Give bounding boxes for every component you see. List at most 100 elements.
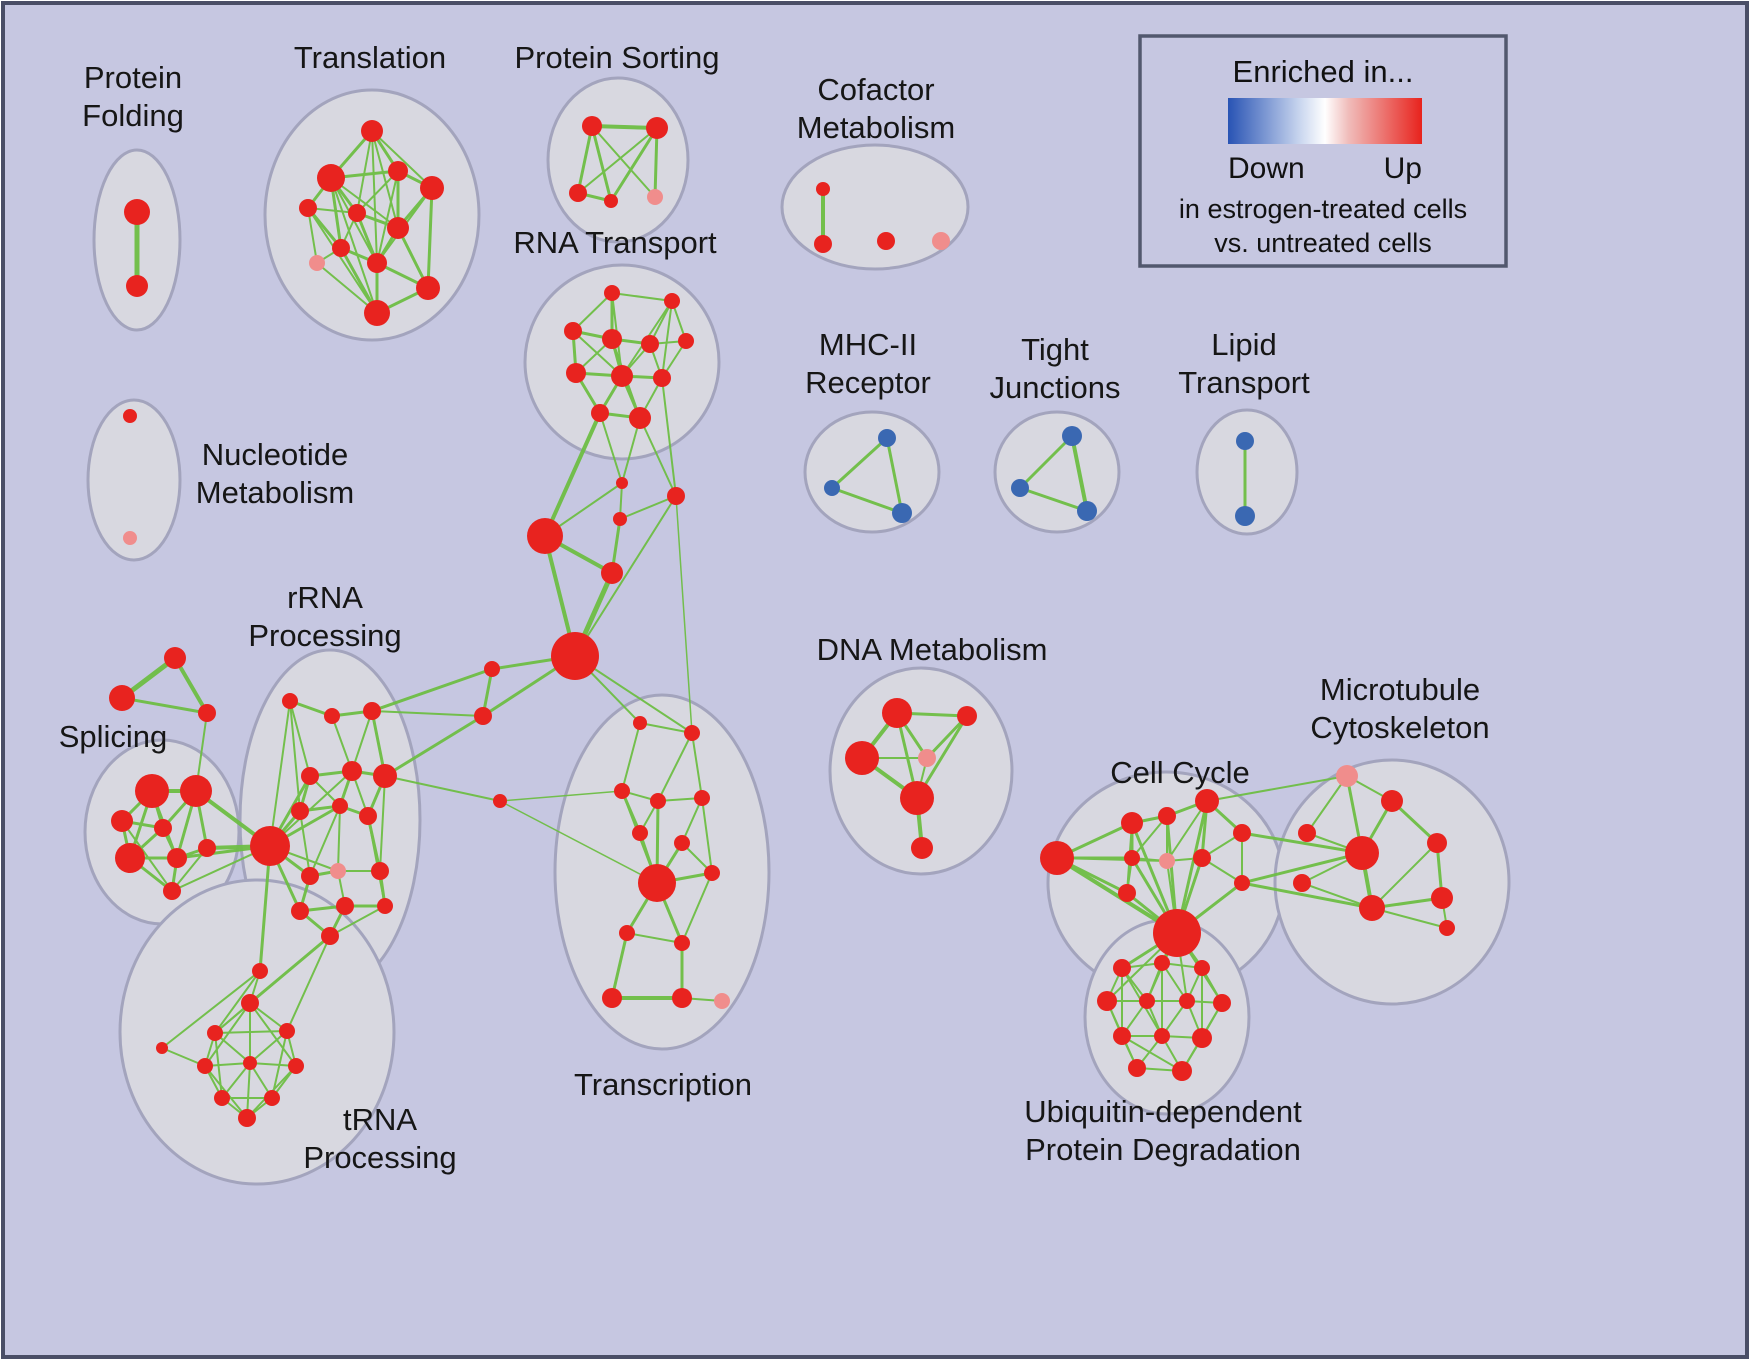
network-node[interactable] [1121, 812, 1143, 834]
network-node[interactable] [582, 116, 602, 136]
network-node[interactable] [1113, 1027, 1131, 1045]
network-node[interactable] [359, 807, 377, 825]
network-node[interactable] [641, 335, 659, 353]
network-node[interactable] [564, 322, 582, 340]
network-node[interactable] [363, 702, 381, 720]
network-node[interactable] [664, 293, 680, 309]
network-node[interactable] [1040, 841, 1074, 875]
network-node[interactable] [214, 1090, 230, 1106]
network-node[interactable] [1153, 909, 1201, 957]
network-node[interactable] [167, 848, 187, 868]
network-node[interactable] [342, 761, 362, 781]
network-node[interactable] [180, 775, 212, 807]
network-node[interactable] [1236, 432, 1254, 450]
network-node[interactable] [647, 189, 663, 205]
network-node[interactable] [1381, 790, 1403, 812]
network-node[interactable] [126, 275, 148, 297]
network-node[interactable] [646, 117, 668, 139]
network-node[interactable] [845, 741, 879, 775]
network-node[interactable] [377, 898, 393, 914]
network-node[interactable] [714, 993, 730, 1009]
network-node[interactable] [601, 562, 623, 584]
network-node[interactable] [613, 512, 627, 526]
network-node[interactable] [638, 864, 676, 902]
network-node[interactable] [198, 839, 216, 857]
network-node[interactable] [361, 120, 383, 142]
network-node[interactable] [250, 826, 290, 866]
network-node[interactable] [816, 182, 830, 196]
network-node[interactable] [111, 810, 133, 832]
network-node[interactable] [569, 184, 587, 202]
network-node[interactable] [420, 176, 444, 200]
network-node[interactable] [317, 164, 345, 192]
network-node[interactable] [330, 863, 346, 879]
network-node[interactable] [301, 767, 319, 785]
network-node[interactable] [604, 194, 618, 208]
network-node[interactable] [650, 793, 666, 809]
network-node[interactable] [1158, 807, 1176, 825]
network-node[interactable] [115, 843, 145, 873]
network-node[interactable] [1293, 874, 1311, 892]
network-node[interactable] [566, 363, 586, 383]
network-node[interactable] [1234, 875, 1250, 891]
network-node[interactable] [109, 685, 135, 711]
network-node[interactable] [387, 217, 409, 239]
network-node[interactable] [878, 429, 896, 447]
network-node[interactable] [684, 725, 700, 741]
network-node[interactable] [1439, 920, 1455, 936]
network-node[interactable] [332, 798, 348, 814]
network-node[interactable] [336, 897, 354, 915]
network-node[interactable] [1431, 887, 1453, 909]
network-node[interactable] [824, 480, 840, 496]
network-node[interactable] [1124, 850, 1140, 866]
network-node[interactable] [324, 708, 340, 724]
network-node[interactable] [364, 300, 390, 326]
network-node[interactable] [602, 329, 622, 349]
network-node[interactable] [1192, 1028, 1212, 1048]
network-node[interactable] [1233, 824, 1251, 842]
network-node[interactable] [1128, 1059, 1146, 1077]
network-node[interactable] [611, 365, 633, 387]
network-node[interactable] [252, 963, 268, 979]
network-node[interactable] [1118, 884, 1136, 902]
network-node[interactable] [604, 285, 620, 301]
network-node[interactable] [1345, 836, 1379, 870]
network-node[interactable] [614, 783, 630, 799]
network-node[interactable] [591, 404, 609, 422]
network-node[interactable] [1298, 824, 1316, 842]
network-node[interactable] [633, 716, 647, 730]
network-node[interactable] [911, 837, 933, 859]
network-node[interactable] [892, 503, 912, 523]
network-node[interactable] [291, 802, 309, 820]
network-node[interactable] [291, 902, 309, 920]
network-node[interactable] [814, 235, 832, 253]
network-node[interactable] [900, 781, 934, 815]
network-node[interactable] [1193, 849, 1211, 867]
network-node[interactable] [198, 704, 216, 722]
network-node[interactable] [602, 988, 622, 1008]
network-node[interactable] [299, 199, 317, 217]
network-node[interactable] [1179, 993, 1195, 1009]
network-node[interactable] [1427, 833, 1447, 853]
network-node[interactable] [674, 835, 690, 851]
network-node[interactable] [282, 693, 298, 709]
network-node[interactable] [1159, 853, 1175, 869]
network-node[interactable] [1011, 479, 1029, 497]
network-node[interactable] [164, 647, 186, 669]
network-node[interactable] [321, 927, 339, 945]
network-node[interactable] [332, 239, 350, 257]
network-node[interactable] [629, 407, 651, 429]
network-node[interactable] [371, 862, 389, 880]
network-node[interactable] [373, 764, 397, 788]
network-node[interactable] [1336, 765, 1358, 787]
network-node[interactable] [619, 925, 635, 941]
network-node[interactable] [493, 794, 507, 808]
network-node[interactable] [474, 707, 492, 725]
network-node[interactable] [1139, 993, 1155, 1009]
network-node[interactable] [694, 790, 710, 806]
network-node[interactable] [674, 935, 690, 951]
network-node[interactable] [123, 531, 137, 545]
network-node[interactable] [932, 232, 950, 250]
network-node[interactable] [1195, 789, 1219, 813]
network-node[interactable] [1097, 991, 1117, 1011]
